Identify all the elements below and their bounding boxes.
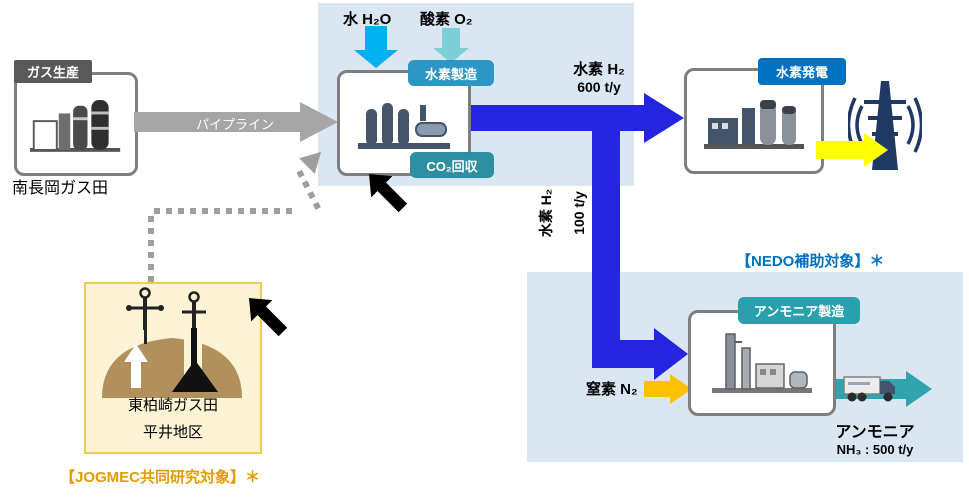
power-plant-box <box>684 68 824 174</box>
water-arrowhead <box>354 50 398 68</box>
gas-production-badge: ガス生産 <box>14 60 92 83</box>
nedo-note: 【NEDO補助対象】＊ <box>736 253 885 270</box>
injection-plume <box>172 360 218 392</box>
co2-capture-badge: CO₂回収 <box>410 152 494 178</box>
co2-capture-badge-label: CO₂回収 <box>426 158 478 174</box>
nitrogen-label: 窒素 N₂ <box>586 381 638 398</box>
pipeline-arrowhead <box>300 102 338 142</box>
h2-to-power-label: 水素 H₂ 600 t/y <box>556 58 642 95</box>
gas-field-box <box>14 72 138 176</box>
jogmec-note: 【JOGMEC共同研究対象】＊ <box>60 469 261 486</box>
pipeline-label: パイプライン <box>196 117 275 132</box>
storage-name: 東柏崎ガス田 平井地区 <box>84 394 262 442</box>
hydrogen-production-badge: 水素製造 <box>408 60 494 86</box>
h2-branch-amount: 100 t/y <box>571 191 587 235</box>
h2-to-power-arrowhead <box>644 93 684 143</box>
gas-plant-icon <box>29 100 121 152</box>
power-plant-icon <box>704 100 804 149</box>
ammonia-plant-box <box>688 310 836 416</box>
electricity-arrowhead <box>864 133 888 167</box>
ammonia-amount: NH₃ : 500 t/y <box>836 442 914 457</box>
water-arrow <box>365 26 387 50</box>
truck-icon <box>843 376 895 402</box>
power-generation-badge: 水素発電 <box>758 58 846 85</box>
oxygen-label: 酸素 O₂ <box>420 11 473 28</box>
injection-well-pipe <box>191 328 197 366</box>
h2-to-power-label-line1: 水素 H₂ <box>573 61 625 78</box>
h2-to-power-arrow <box>465 105 644 131</box>
oxygen-arrowhead <box>433 48 469 63</box>
ammonia-product-name: アンモニア <box>835 424 915 441</box>
h2-branch-vertical <box>592 112 620 368</box>
hydrogen-plant-box <box>337 70 471 176</box>
oxygen-arrow <box>442 28 460 48</box>
storage-name-line1: 東柏崎ガス田 <box>127 397 218 414</box>
power-generation-badge-label: 水素発電 <box>775 65 828 80</box>
ammonia-production-badge: アンモニア製造 <box>738 297 860 324</box>
water-label: 水 H₂O <box>343 11 392 28</box>
ammonia-product-label: アンモニア NH₃ : 500 t/y <box>810 418 940 457</box>
black-arrow-lower <box>238 287 293 342</box>
hydrogen-production-badge-label: 水素製造 <box>424 66 477 82</box>
pipeline-arrow <box>134 112 300 132</box>
storage-name-line2: 平井地区 <box>142 424 203 441</box>
h2-branch-horizontal <box>592 340 654 368</box>
black-arrow-upper <box>358 163 413 218</box>
hydrogen-plant-icon <box>358 103 450 149</box>
nitrogen-arrow <box>644 381 670 397</box>
wellhead-icons <box>126 287 206 330</box>
ammonia-plant-icon <box>712 333 812 393</box>
ammonia-out-arrowhead <box>906 371 932 407</box>
nitrogen-arrowhead <box>670 374 692 404</box>
electricity-arrow <box>816 141 864 159</box>
h2-branch-arrowhead <box>654 328 688 380</box>
dotted-route-horizontal <box>154 208 296 214</box>
gas-field-name: 南長岡ガス田 <box>12 180 109 197</box>
dotted-route-vertical <box>148 216 154 288</box>
h2-branch-label: 水素 H₂ <box>538 188 554 238</box>
gas-production-badge-label: ガス生産 <box>26 65 79 80</box>
production-well-pipe <box>144 330 147 344</box>
ammonia-production-badge-label: アンモニア製造 <box>753 304 845 319</box>
h2-to-power-amount: 600 t/y <box>577 79 621 95</box>
